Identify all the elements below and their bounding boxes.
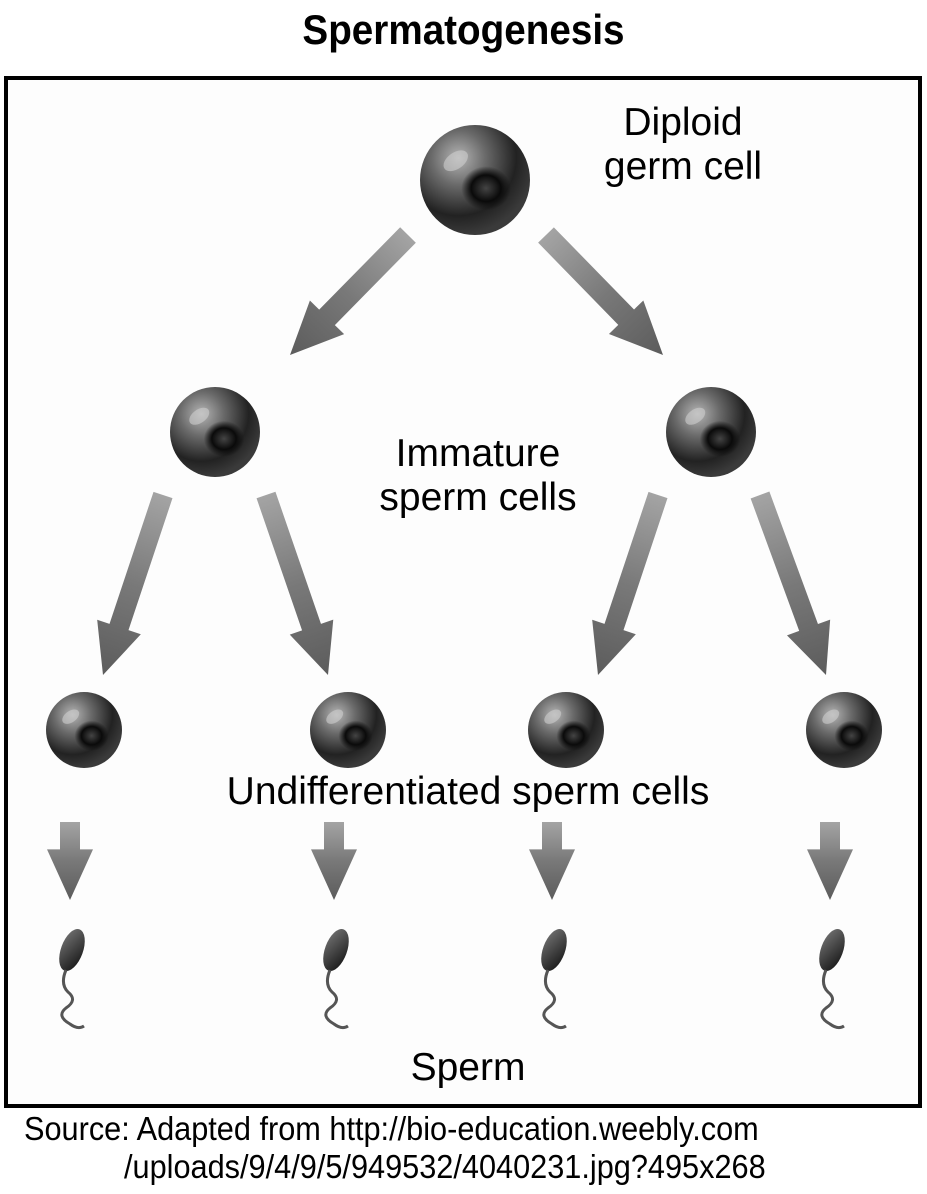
sperm-cell [541,928,567,1030]
undifferentiated-sperm-cell [46,692,122,768]
undifferentiated-sperm-cell [528,692,604,768]
sperm-layer [59,928,845,1030]
arrow-icon [289,227,416,355]
immature-sperm-cell [666,387,756,477]
arrow-icon [592,491,668,676]
label-sperm: Sperm [410,1046,526,1089]
sperm-cell [323,928,349,1030]
sperm-cell [59,928,85,1030]
label-line: Diploid [623,101,743,144]
arrow-icon [750,491,831,675]
diagram-frame: Diploid germ cell Immature sperm cells U… [4,76,922,1108]
label-undifferentiated-sperm-cells: Undifferentiated sperm cells [226,770,710,813]
label-line: Immature [395,432,561,475]
arrow-icon [807,822,853,900]
label-diploid-germ-cell: Diploid germ cell [568,101,798,189]
arrow-icon [256,491,334,676]
diploid-germ-cell [420,125,530,235]
undifferentiated-sperm-cell [806,692,882,768]
label-immature-sperm-cells: Immature sperm cells [328,432,628,520]
arrow-icon [529,822,575,900]
arrow-icon [311,822,357,900]
immature-sperm-cell [170,387,260,477]
arrows-layer [47,227,853,900]
arrow-icon [538,227,664,355]
arrow-icon [97,491,173,676]
label-line: germ cell [603,145,763,188]
cells-layer [46,125,882,768]
spermatogenesis-diagram [46,125,882,1030]
sperm-cell [819,928,845,1030]
source-line-1: Source: Adapted from http://bio-educatio… [24,1110,759,1147]
diagram-title: Spermatogenesis [302,6,625,53]
source-line-2: /uploads/9/4/9/5/949532/4040231.jpg?495x… [124,1148,766,1185]
undifferentiated-sperm-cell [310,692,386,768]
arrow-icon [47,822,93,900]
label-line: sperm cells [379,476,577,519]
